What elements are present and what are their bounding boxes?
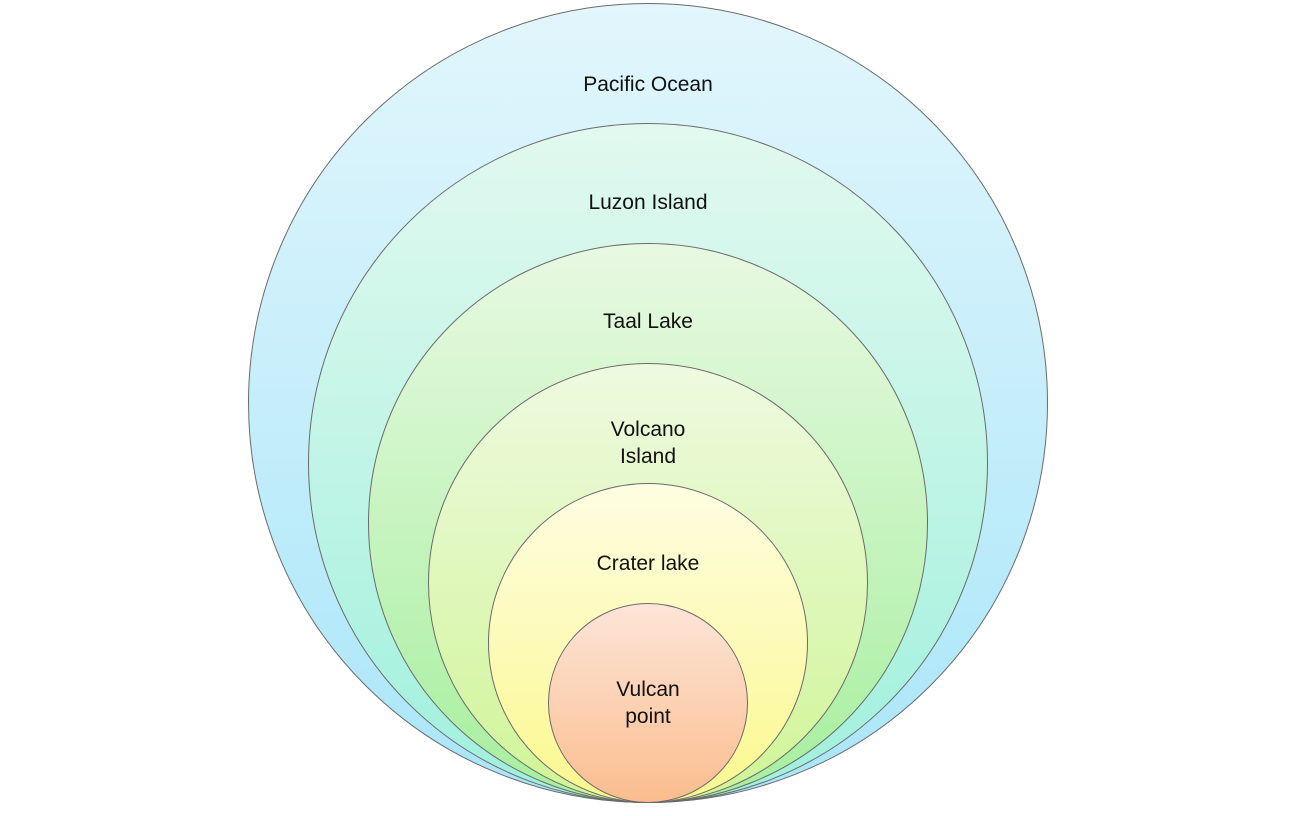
- label-pacific-ocean: Pacific Ocean: [583, 73, 713, 96]
- ring-vulcan-point: [548, 603, 748, 803]
- label-volcano-island: Volcano Island: [610, 418, 686, 468]
- label-crater-lake: Crater lake: [596, 552, 700, 575]
- label-vulcan-point: Vulcan point: [616, 678, 680, 728]
- label-taal-lake: Taal Lake: [603, 310, 693, 333]
- label-luzon-island: Luzon Island: [588, 191, 708, 214]
